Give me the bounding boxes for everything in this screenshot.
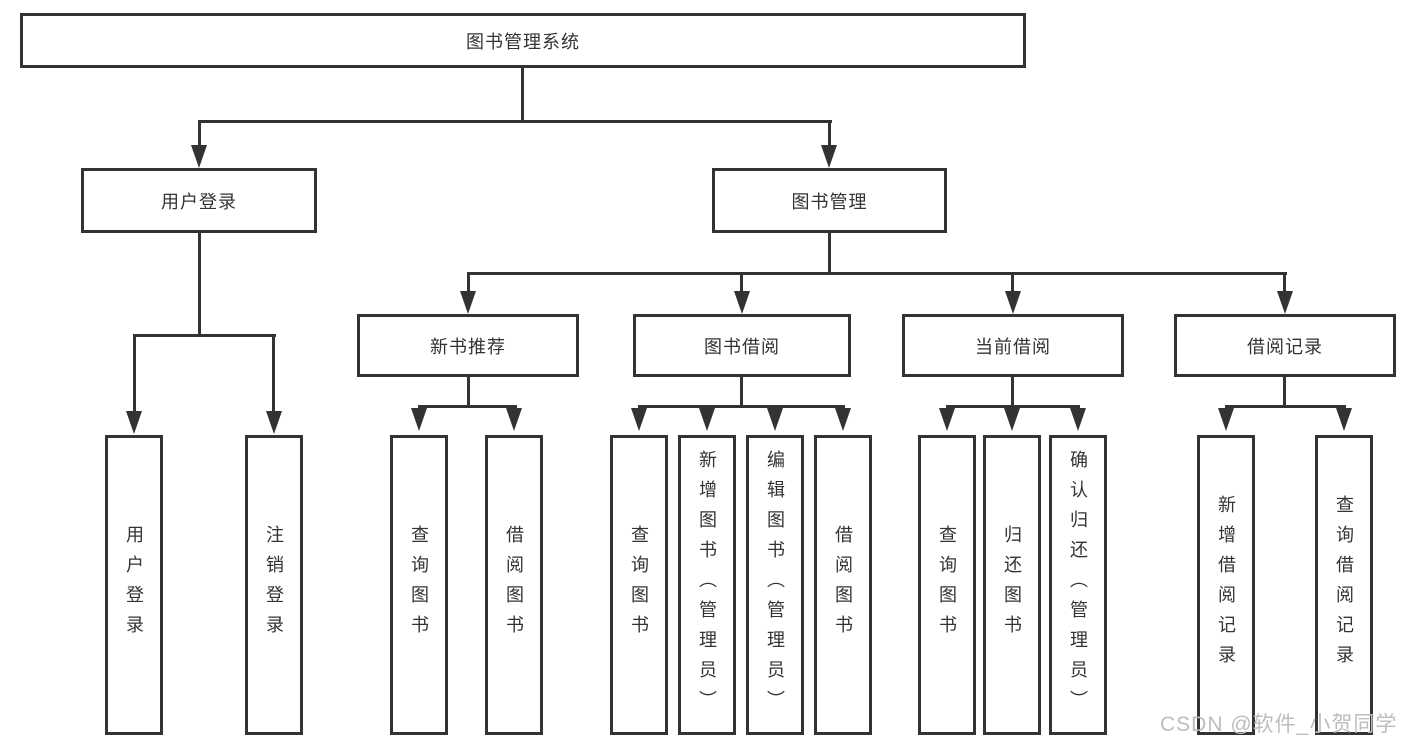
connector-root-stem bbox=[521, 68, 524, 123]
arrow-down-icon bbox=[821, 145, 837, 168]
leaf-current-query-book: 查询图书 bbox=[918, 435, 976, 735]
connector-current-branch bbox=[946, 405, 1080, 408]
node-current-borrow: 当前借阅 bbox=[902, 314, 1124, 377]
node-borrow-records: 借阅记录 bbox=[1174, 314, 1396, 377]
csdn-watermark: CSDN @软件_小贺同学 bbox=[1160, 713, 1398, 736]
arrow-down-icon bbox=[835, 408, 851, 431]
node-root: 图书管理系统 bbox=[20, 13, 1026, 68]
arrow-down-icon bbox=[734, 291, 750, 314]
node-book-borrow: 图书借阅 bbox=[633, 314, 851, 377]
connector-borrow-stem bbox=[740, 377, 743, 408]
arrow-down-icon bbox=[506, 408, 522, 431]
connector-mgmt-drop-2 bbox=[740, 272, 743, 294]
leaf-borrow-borrow-book-label: 借阅图书 bbox=[833, 525, 853, 645]
node-root-label: 图书管理系统 bbox=[466, 31, 580, 52]
node-book-management: 图书管理 bbox=[712, 168, 947, 233]
arrow-down-icon bbox=[1277, 291, 1293, 314]
arrow-down-icon bbox=[767, 408, 783, 431]
connector-current-stem bbox=[1011, 377, 1014, 408]
leaf-logout: 注销登录 bbox=[245, 435, 303, 735]
leaf-records-query-record: 查询借阅记录 bbox=[1315, 435, 1373, 735]
connector-records-stem bbox=[1283, 377, 1286, 408]
leaf-borrow-query-book-label: 查询图书 bbox=[629, 525, 649, 645]
leaf-recommend-query-book: 查询图书 bbox=[390, 435, 448, 735]
leaf-user-login: 用户登录 bbox=[105, 435, 163, 735]
arrow-down-icon bbox=[939, 408, 955, 431]
node-user-login-label: 用户登录 bbox=[161, 191, 237, 212]
node-new-book-recommend: 新书推荐 bbox=[357, 314, 579, 377]
leaf-recommend-query-book-label: 查询图书 bbox=[409, 525, 429, 645]
leaf-recommend-borrow-book: 借阅图书 bbox=[485, 435, 543, 735]
connector-recommend-stem bbox=[467, 377, 470, 408]
arrow-down-icon bbox=[126, 411, 142, 434]
arrow-down-icon bbox=[266, 411, 282, 434]
leaf-borrow-edit-book-admin-label: 编辑图书（管理员） bbox=[765, 450, 785, 720]
leaf-current-confirm-return-admin-label: 确认归还（管理员） bbox=[1068, 450, 1088, 720]
connector-root-right-drop bbox=[828, 120, 831, 150]
node-book-borrow-label: 图书借阅 bbox=[704, 336, 780, 357]
leaf-borrow-add-book-admin-label: 新增图书（管理员） bbox=[697, 450, 717, 720]
leaf-borrow-borrow-book: 借阅图书 bbox=[814, 435, 872, 735]
leaf-records-query-record-label: 查询借阅记录 bbox=[1334, 495, 1354, 675]
arrow-down-icon bbox=[1070, 408, 1086, 431]
node-current-borrow-label: 当前借阅 bbox=[975, 336, 1051, 357]
leaf-current-return-book: 归还图书 bbox=[983, 435, 1041, 735]
leaf-records-add-record: 新增借阅记录 bbox=[1197, 435, 1255, 735]
connector-recommend-branch bbox=[418, 405, 517, 408]
leaf-records-add-record-label: 新增借阅记录 bbox=[1216, 495, 1236, 675]
arrow-down-icon bbox=[699, 408, 715, 431]
arrow-down-icon bbox=[1004, 408, 1020, 431]
arrow-down-icon bbox=[1218, 408, 1234, 431]
arrow-down-icon bbox=[411, 408, 427, 431]
arrow-down-icon bbox=[1336, 408, 1352, 431]
connector-root-branch bbox=[198, 120, 832, 123]
connector-mgmt-stem bbox=[828, 233, 831, 275]
connector-mgmt-drop-3 bbox=[1011, 272, 1014, 294]
leaf-recommend-borrow-book-label: 借阅图书 bbox=[504, 525, 524, 645]
leaf-current-confirm-return-admin: 确认归还（管理员） bbox=[1049, 435, 1107, 735]
node-user-login: 用户登录 bbox=[81, 168, 317, 233]
node-borrow-records-label: 借阅记录 bbox=[1247, 336, 1323, 357]
node-new-book-recommend-label: 新书推荐 bbox=[430, 336, 506, 357]
connector-records-branch bbox=[1225, 405, 1346, 408]
leaf-current-return-book-label: 归还图书 bbox=[1002, 525, 1022, 645]
connector-login-drop-2 bbox=[272, 334, 275, 414]
arrow-down-icon bbox=[1005, 291, 1021, 314]
connector-login-stem bbox=[198, 233, 201, 337]
connector-root-left-drop bbox=[198, 120, 201, 150]
arrow-down-icon bbox=[191, 145, 207, 168]
leaf-borrow-edit-book-admin: 编辑图书（管理员） bbox=[746, 435, 804, 735]
node-book-management-label: 图书管理 bbox=[791, 191, 868, 212]
connector-mgmt-drop-4 bbox=[1283, 272, 1286, 294]
leaf-borrow-add-book-admin: 新增图书（管理员） bbox=[678, 435, 736, 735]
leaf-current-query-book-label: 查询图书 bbox=[937, 525, 957, 645]
leaf-logout-label: 注销登录 bbox=[264, 525, 284, 645]
connector-login-branch bbox=[133, 334, 276, 337]
connector-mgmt-branch bbox=[467, 272, 1287, 275]
leaf-borrow-query-book: 查询图书 bbox=[610, 435, 668, 735]
connector-borrow-branch bbox=[638, 405, 845, 408]
arrow-down-icon bbox=[631, 408, 647, 431]
connector-login-drop-1 bbox=[133, 334, 136, 414]
leaf-user-login-label: 用户登录 bbox=[124, 525, 144, 645]
arrow-down-icon bbox=[460, 291, 476, 314]
connector-mgmt-drop-1 bbox=[467, 272, 470, 294]
